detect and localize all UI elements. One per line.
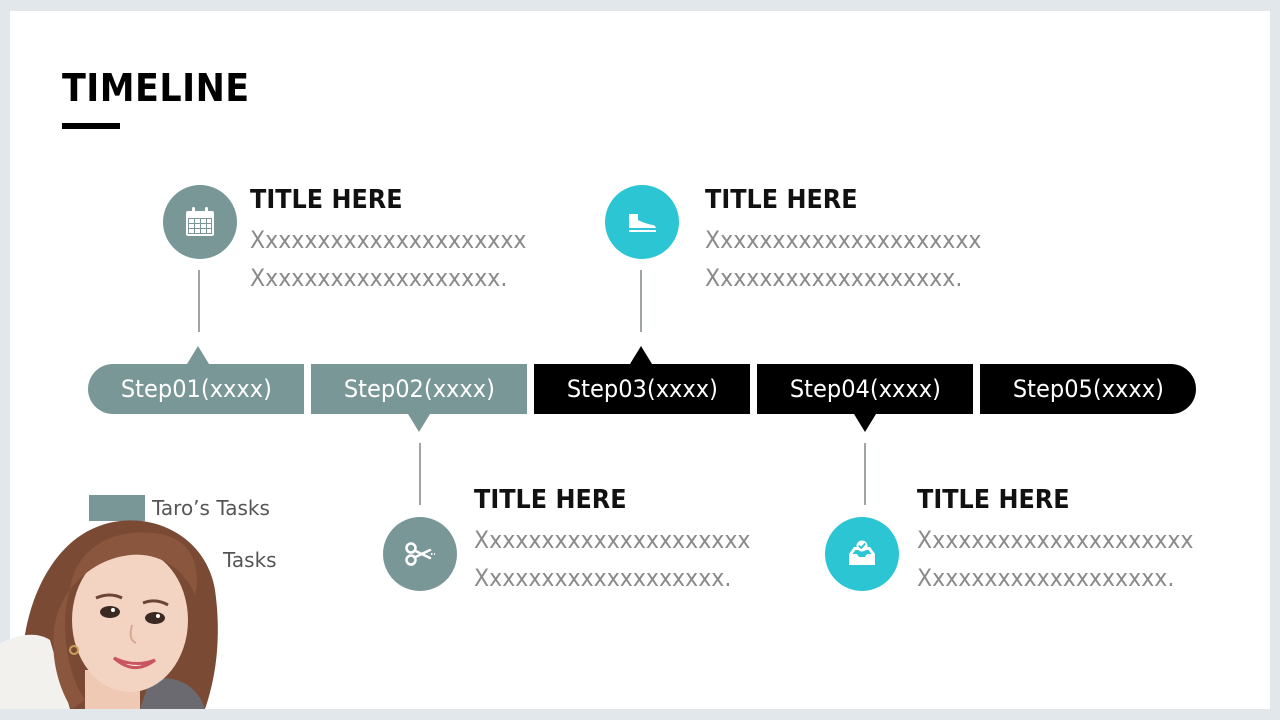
step-pointer-down (408, 414, 430, 432)
connector-line (419, 443, 421, 505)
card-title: TITLE HERE (250, 185, 403, 215)
title-underline (62, 123, 120, 129)
presenter-photo (0, 500, 222, 709)
card-description-line: Xxxxxxxxxxxxxxxxxxx. (474, 564, 732, 592)
step-pointer-up (630, 346, 652, 364)
legend-label: Taro’s Tasks (152, 496, 270, 520)
card-description-line: Xxxxxxxxxxxxxxxxxxxxx (705, 226, 982, 254)
card-description-line: Xxxxxxxxxxxxxxxxxxxxx (917, 526, 1194, 554)
slide-title: TIMELINE (62, 66, 250, 110)
card-description-line: Xxxxxxxxxxxxxxxxxxx. (250, 264, 508, 292)
step-pointer-up (187, 346, 209, 364)
sneaker-icon (605, 185, 679, 259)
inbox-check-icon (825, 517, 899, 591)
calendar-icon (163, 185, 237, 259)
slide-canvas: TIMELINE TITLE HERE Xxxxxxxxxxxxxxxxxxxx… (10, 11, 1270, 709)
legend-label: Tasks (223, 548, 277, 572)
connector-line (198, 270, 200, 332)
scissors-icon (383, 517, 457, 591)
step-pointer-down (854, 414, 876, 432)
connector-line (640, 270, 642, 332)
card-description-line: Xxxxxxxxxxxxxxxxxxxxx (474, 526, 751, 554)
legend-swatch-teal (89, 495, 145, 521)
step-04: Step04(xxxx) (757, 364, 973, 414)
step-05: Step05(xxxx) (980, 364, 1196, 414)
step-03: Step03(xxxx) (534, 364, 750, 414)
card-title: TITLE HERE (474, 485, 627, 515)
card-title: TITLE HERE (705, 185, 858, 215)
step-01: Step01(xxxx) (88, 364, 304, 414)
card-description-line: Xxxxxxxxxxxxxxxxxxx. (705, 264, 963, 292)
card-description-line: Xxxxxxxxxxxxxxxxxxx. (917, 564, 1175, 592)
step-02: Step02(xxxx) (311, 364, 527, 414)
card-description-line: Xxxxxxxxxxxxxxxxxxxxx (250, 226, 527, 254)
connector-line (864, 443, 866, 505)
card-title: TITLE HERE (917, 485, 1070, 515)
